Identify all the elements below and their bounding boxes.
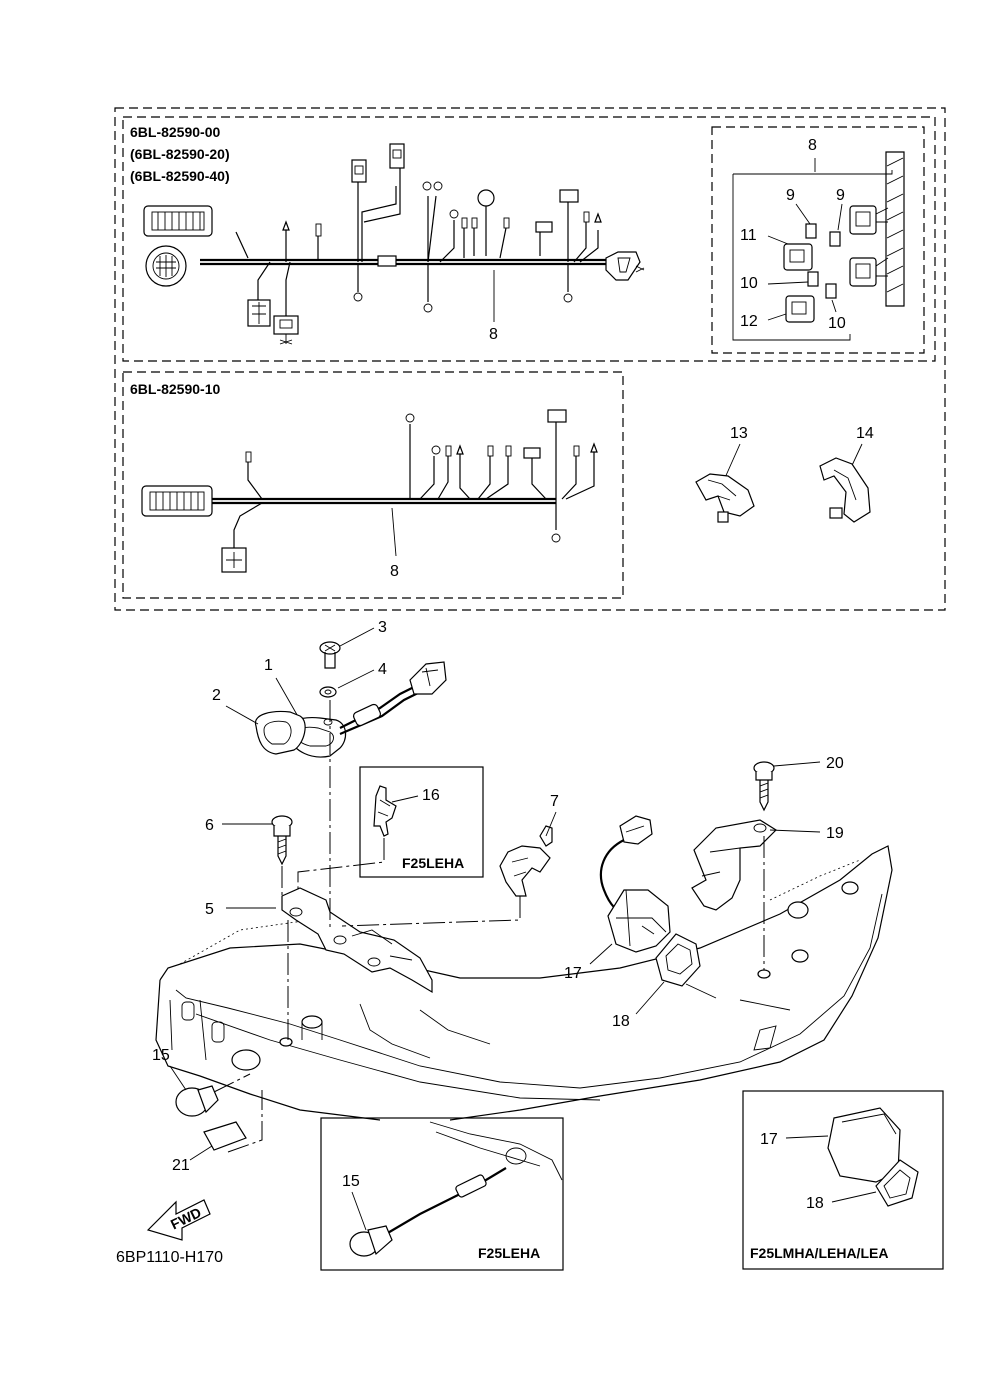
clamp-13 [695, 473, 755, 523]
callout-16: 16 [422, 787, 440, 804]
callout-17-inset: 17 [760, 1131, 778, 1148]
callout-10-right: 10 [828, 315, 846, 332]
callout-11: 11 [740, 227, 757, 244]
upper-harness-group: 6BL-82590-00 (6BL-82590-20) (6BL-82590-4… [130, 124, 645, 345]
washer-4 [319, 686, 337, 698]
fwd-arrow: FWD [146, 1199, 211, 1241]
callout-18-main: 18 [612, 1013, 630, 1030]
callout-5: 5 [205, 901, 214, 918]
callout-13: 13 [730, 425, 748, 442]
callout-8-lower: 8 [390, 563, 399, 580]
callout-8-upper: 8 [489, 326, 498, 343]
screw-20 [753, 761, 775, 812]
bracket-5 [281, 887, 433, 994]
callout-4: 4 [378, 661, 387, 678]
callout-9-right: 9 [836, 187, 845, 204]
clip-16-inset: 16 F25LEHA [359, 766, 484, 878]
part-number-primary: 6BL-82590-00 [130, 124, 220, 140]
callout-1: 1 [264, 657, 273, 674]
grommet-2 [254, 710, 306, 755]
callout-9-left: 9 [786, 187, 795, 204]
callout-10-left: 10 [740, 275, 758, 292]
callout-17-main: 17 [564, 965, 582, 982]
callout-14: 14 [856, 425, 874, 442]
callout-3: 3 [378, 619, 387, 636]
lower-wire-harness [141, 409, 598, 573]
cable-grommet-plate-1 [286, 661, 447, 758]
screw-3 [319, 641, 341, 669]
connector-17-main [599, 815, 671, 953]
callout-15-main: 15 [152, 1047, 170, 1064]
model-note-grommet: F25LMHA/LEHA/LEA [750, 1245, 888, 1261]
callout-6: 6 [205, 817, 214, 834]
callout-15-inset: 15 [342, 1173, 360, 1190]
plug-15-main [175, 1085, 219, 1117]
connector-inset: 8 9 9 11 10 12 10 [732, 137, 905, 341]
harness-frame [114, 107, 946, 611]
label-21 [203, 1090, 263, 1153]
model-note-clip: F25LEHA [402, 855, 464, 871]
lower-harness-group: 6BL-82590-10 [130, 381, 874, 580]
part-number-alt-40: (6BL-82590-40) [130, 168, 230, 184]
clamp-14 [819, 457, 871, 523]
figure-code: 6BP1110-H170 [116, 1249, 223, 1266]
callout-19: 19 [826, 825, 844, 842]
callout-2: 2 [212, 687, 221, 704]
part-number-lower: 6BL-82590-10 [130, 381, 220, 397]
callout-18-inset: 18 [806, 1195, 824, 1212]
screw-6 [271, 815, 293, 866]
callout-12: 12 [740, 313, 758, 330]
plug-inset: 15 F25LEHA [320, 1117, 564, 1271]
upper-wire-harness [143, 143, 645, 345]
callout-8-inset: 8 [808, 137, 817, 154]
clamp-7 [499, 825, 553, 897]
callout-20: 20 [826, 755, 844, 772]
bracket-19 [691, 819, 777, 911]
callout-7: 7 [550, 793, 559, 810]
grommet-inset: 17 18 F25LMHA/LEHA/LEA [742, 1090, 944, 1270]
part-number-alt-20: (6BL-82590-20) [130, 146, 230, 162]
grommet-18-main [655, 933, 701, 987]
model-note-plug: F25LEHA [478, 1245, 540, 1261]
callout-21: 21 [172, 1157, 190, 1174]
